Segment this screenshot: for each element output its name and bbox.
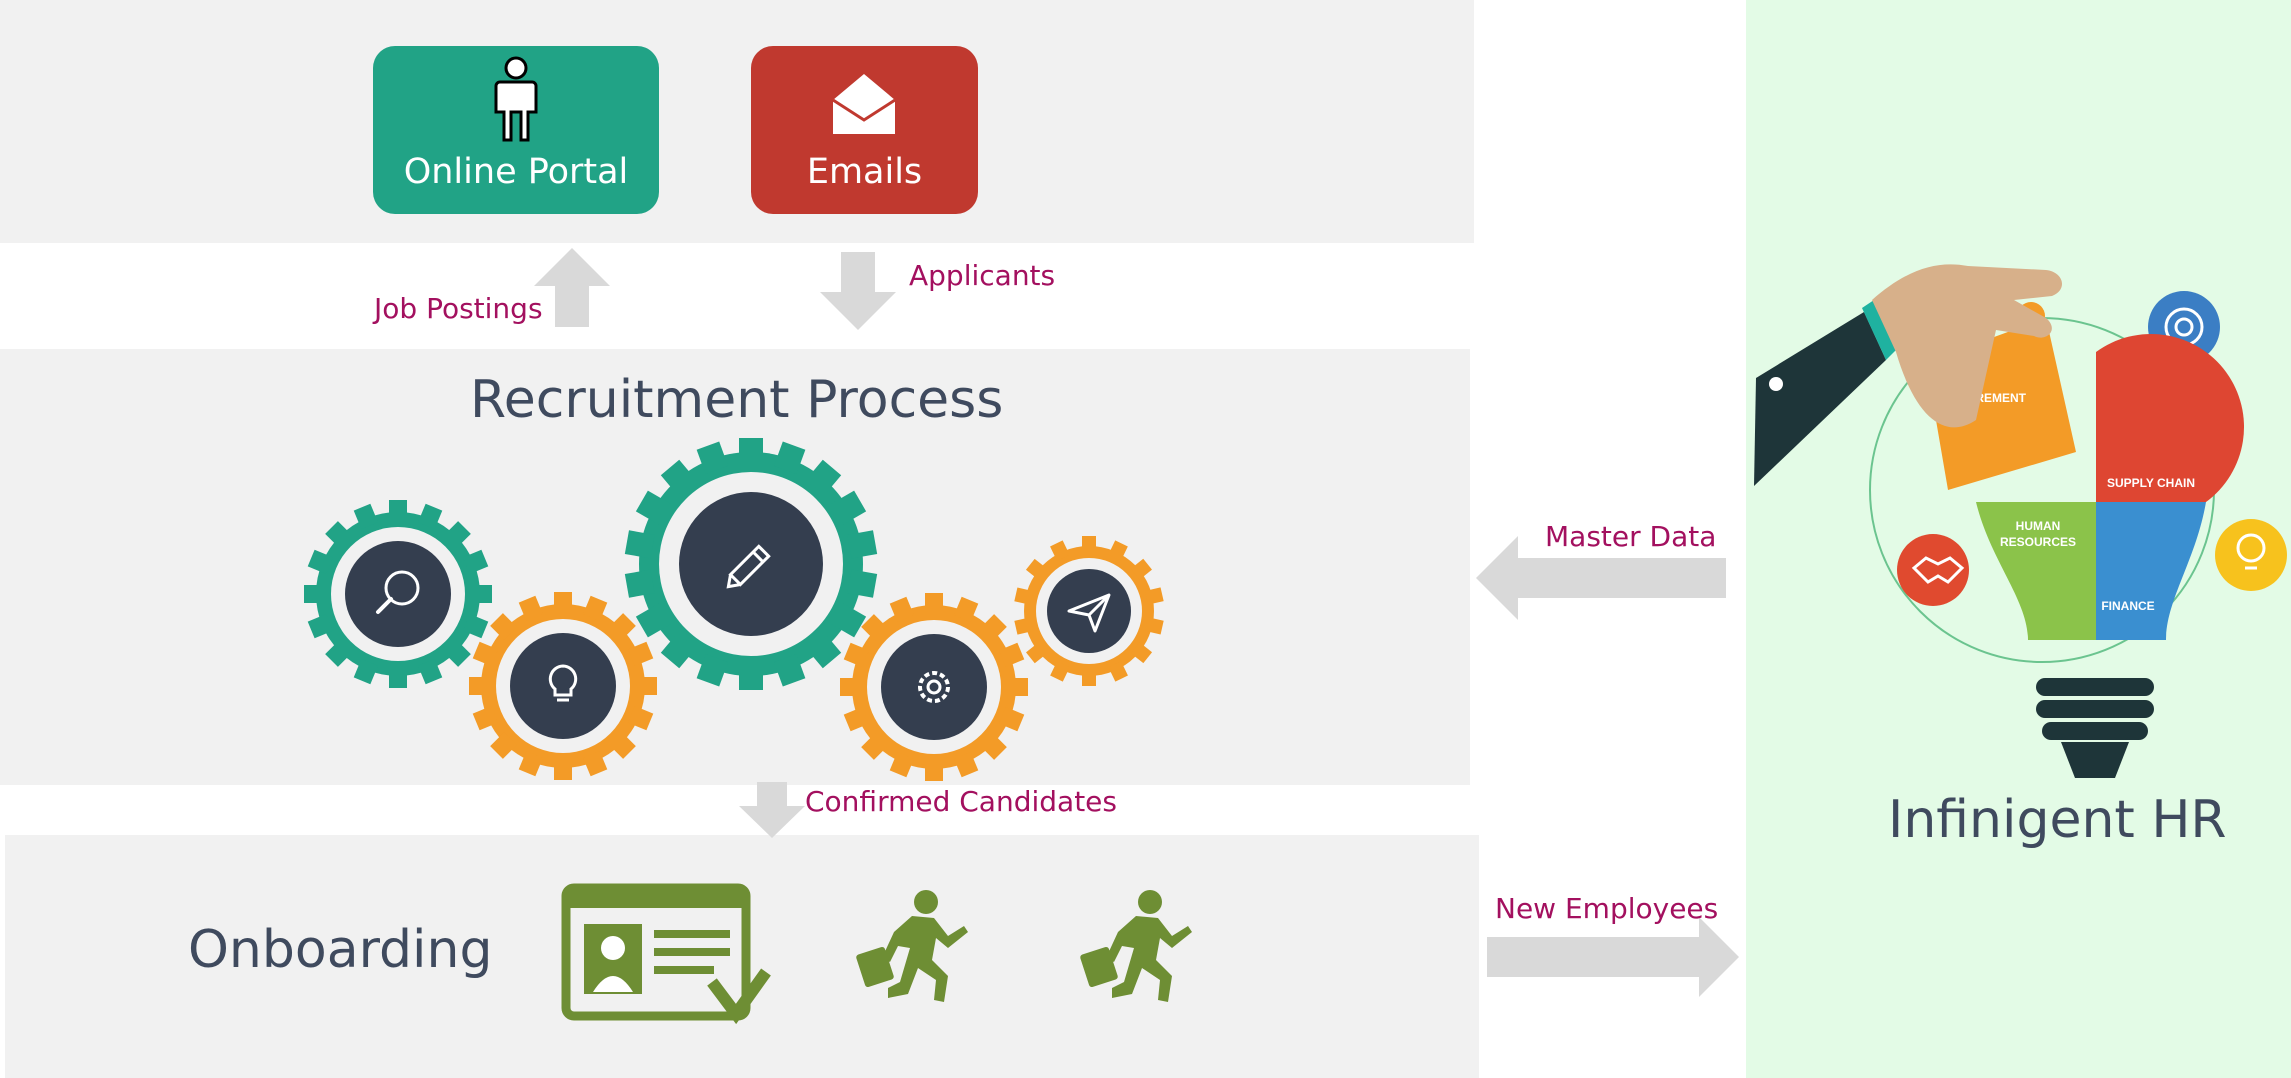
new-employees-arrow xyxy=(1487,917,1739,997)
lightbulb-small-icon xyxy=(2215,519,2287,591)
finance-label: FINANCE xyxy=(2101,599,2154,613)
applicants-label: Applicants xyxy=(909,259,1056,292)
supply-chain-label: SUPPLY CHAIN xyxy=(2107,476,2195,490)
job-postings-label: Job Postings xyxy=(374,292,543,325)
channels-panel xyxy=(0,0,1474,243)
human-resources-label-2: RESOURCES xyxy=(2000,535,2076,549)
onboarding-title: Onboarding xyxy=(188,920,493,980)
online-portal-tile[interactable]: Online Portal xyxy=(373,46,659,214)
new-employees-label: New Employees xyxy=(1495,892,1719,925)
master-data-label: Master Data xyxy=(1545,520,1717,553)
gear-paper-plane xyxy=(1014,536,1164,686)
gear-pencil xyxy=(624,438,878,690)
running-person-icon-2 xyxy=(1080,890,1192,1002)
emails-tile[interactable]: Emails xyxy=(751,46,978,214)
gear-magnifier xyxy=(304,500,492,688)
hr-lightbulb-illustration: SUPPLY CHAIN FINANCE HUMAN RESOURCES PRO… xyxy=(1754,264,2287,778)
job-postings-arrow xyxy=(534,248,610,327)
confirmed-candidates-arrow xyxy=(739,782,805,838)
confirmed-candidates-label: Confirmed Candidates xyxy=(805,785,1117,818)
hr-title: Infinigent HR xyxy=(1888,790,2227,850)
envelope-icon xyxy=(832,74,896,134)
id-card-icon xyxy=(561,883,771,1025)
recruitment-title: Recruitment Process xyxy=(470,370,1004,430)
applicants-arrow xyxy=(820,252,896,330)
person-icon xyxy=(494,56,538,142)
human-resources-label-1: HUMAN xyxy=(2016,519,2061,533)
master-data-arrow xyxy=(1476,536,1726,620)
gears-group xyxy=(304,438,1164,781)
handshake-icon xyxy=(1897,534,1969,606)
gear-settings xyxy=(840,593,1028,781)
emails-label: Emails xyxy=(806,152,923,192)
online-portal-label: Online Portal xyxy=(403,152,629,192)
gear-lightbulb xyxy=(469,592,657,780)
running-person-icon-1 xyxy=(856,890,968,1002)
